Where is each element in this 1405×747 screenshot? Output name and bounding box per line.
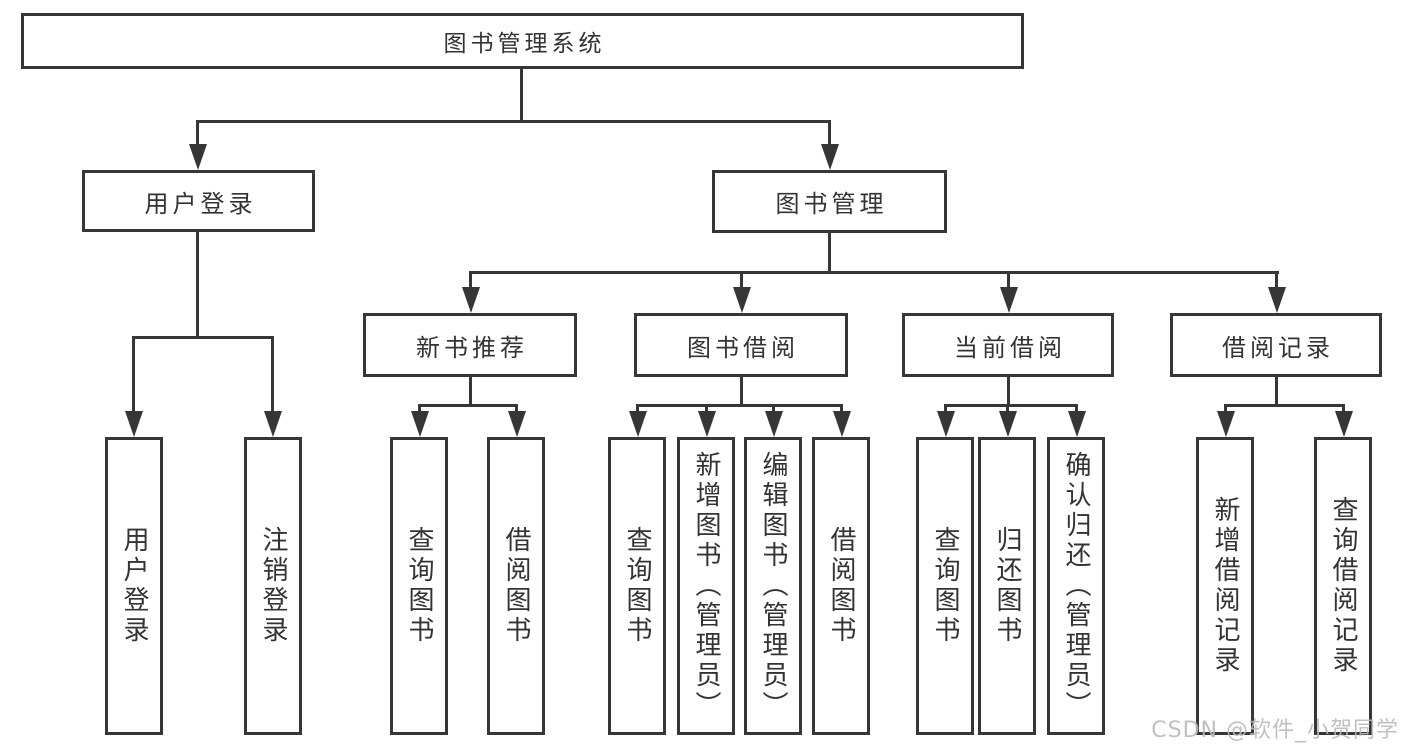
connector-line bbox=[418, 404, 518, 407]
node-label: 查询借阅记录 bbox=[1328, 496, 1358, 676]
leaf-borrow-books-recommend: 借阅图书 bbox=[487, 437, 545, 735]
connector-line bbox=[469, 271, 472, 290]
arrow-down-icon bbox=[189, 144, 207, 170]
leaf-return-books: 归还图书 bbox=[978, 437, 1036, 735]
connector-line bbox=[418, 404, 421, 414]
connector-line bbox=[271, 336, 274, 413]
leaf-query-books-borrowing: 查询图书 bbox=[608, 437, 666, 735]
arrow-down-icon bbox=[508, 411, 526, 437]
csdn-watermark: CSDN @软件_小贺同学 bbox=[1151, 718, 1399, 743]
node-new-book-recommendation: 新书推荐 bbox=[363, 313, 577, 377]
connector-line bbox=[1275, 375, 1278, 407]
node-user-login: 用户登录 bbox=[82, 170, 315, 232]
leaf-add-books-admin: 新增图书（管理员） bbox=[677, 437, 735, 735]
arrow-down-icon bbox=[1268, 287, 1286, 313]
connector-line bbox=[944, 404, 947, 414]
connector-line bbox=[636, 404, 639, 414]
connector-line bbox=[196, 120, 199, 146]
connector-line bbox=[740, 271, 743, 290]
node-book-management: 图书管理 bbox=[712, 170, 947, 233]
node-label: 用户登录 bbox=[119, 526, 149, 646]
node-label: 用户登录 bbox=[144, 189, 257, 218]
leaf-borrow-books: 借阅图书 bbox=[812, 437, 870, 735]
leaf-confirm-return-admin: 确认归还（管理员） bbox=[1047, 437, 1105, 735]
arrow-down-icon bbox=[1000, 287, 1018, 313]
connector-line bbox=[132, 336, 274, 339]
arrow-down-icon bbox=[125, 411, 143, 437]
connector-line bbox=[1224, 404, 1227, 414]
node-label: 图书借阅 bbox=[687, 333, 799, 362]
node-label: 查询图书 bbox=[622, 526, 652, 646]
connector-line bbox=[132, 336, 135, 413]
arrow-down-icon bbox=[999, 411, 1017, 437]
arrow-down-icon bbox=[629, 411, 647, 437]
connector-line bbox=[1007, 375, 1010, 407]
node-label: 查询图书 bbox=[930, 526, 960, 646]
leaf-edit-books-admin: 编辑图书（管理员） bbox=[744, 437, 802, 735]
leaf-query-borrow-record: 查询借阅记录 bbox=[1314, 437, 1372, 735]
node-root-library-system: 图书管理系统 bbox=[21, 13, 1024, 69]
connector-line bbox=[196, 120, 831, 123]
arrow-down-icon bbox=[264, 411, 282, 437]
leaf-query-books-recommend: 查询图书 bbox=[390, 437, 448, 735]
node-label: 图书管理系统 bbox=[443, 31, 606, 57]
connector-line bbox=[1224, 404, 1344, 407]
connector-line bbox=[1007, 271, 1010, 290]
connector-line bbox=[1006, 404, 1009, 414]
node-label: 借阅图书 bbox=[501, 526, 531, 646]
node-label: 图书管理 bbox=[775, 190, 888, 218]
node-book-borrowing: 图书借阅 bbox=[634, 313, 848, 377]
node-label: 注销登录 bbox=[258, 526, 288, 646]
arrow-down-icon bbox=[833, 411, 851, 437]
arrow-down-icon bbox=[411, 411, 429, 437]
node-label: 编辑图书（管理员） bbox=[758, 451, 788, 721]
leaf-user-login: 用户登录 bbox=[105, 437, 163, 735]
arrow-down-icon bbox=[733, 287, 751, 313]
connector-line bbox=[772, 404, 775, 414]
connector-line bbox=[840, 404, 843, 414]
connector-line bbox=[1342, 404, 1345, 414]
connector-line bbox=[944, 404, 1078, 407]
connector-line bbox=[520, 67, 523, 122]
node-label: 新增借阅记录 bbox=[1210, 496, 1240, 676]
arrow-down-icon bbox=[1335, 411, 1353, 437]
node-label: 借阅记录 bbox=[1222, 333, 1334, 362]
arrow-down-icon bbox=[821, 144, 839, 170]
leaf-query-books-current: 查询图书 bbox=[916, 437, 974, 735]
connector-line bbox=[705, 404, 708, 414]
arrow-down-icon bbox=[765, 411, 783, 437]
leaf-add-borrow-record: 新增借阅记录 bbox=[1196, 437, 1254, 735]
leaf-logout: 注销登录 bbox=[244, 437, 302, 735]
node-label: 新增图书（管理员） bbox=[691, 451, 721, 721]
arrow-down-icon bbox=[1068, 411, 1086, 437]
connector-line bbox=[636, 404, 843, 407]
connector-line bbox=[828, 231, 831, 273]
arrow-down-icon bbox=[462, 287, 480, 313]
node-label: 查询图书 bbox=[404, 526, 434, 646]
node-label: 当前借阅 bbox=[954, 333, 1066, 362]
node-label: 新书推荐 bbox=[416, 333, 528, 362]
connector-line bbox=[1075, 404, 1078, 414]
connector-line bbox=[1275, 271, 1278, 290]
connector-line bbox=[828, 120, 831, 146]
arrow-down-icon bbox=[1217, 411, 1235, 437]
connector-line bbox=[515, 404, 518, 414]
arrow-down-icon bbox=[937, 411, 955, 437]
node-borrowing-records: 借阅记录 bbox=[1170, 313, 1382, 377]
connector-line bbox=[469, 271, 1279, 274]
node-current-borrowing: 当前借阅 bbox=[902, 313, 1114, 377]
connector-line bbox=[469, 375, 472, 407]
connector-line bbox=[740, 375, 743, 407]
node-label: 归还图书 bbox=[992, 526, 1022, 646]
arrow-down-icon bbox=[698, 411, 716, 437]
node-label: 借阅图书 bbox=[826, 526, 856, 646]
node-label: 确认归还（管理员） bbox=[1061, 451, 1091, 721]
connector-line bbox=[196, 230, 199, 338]
